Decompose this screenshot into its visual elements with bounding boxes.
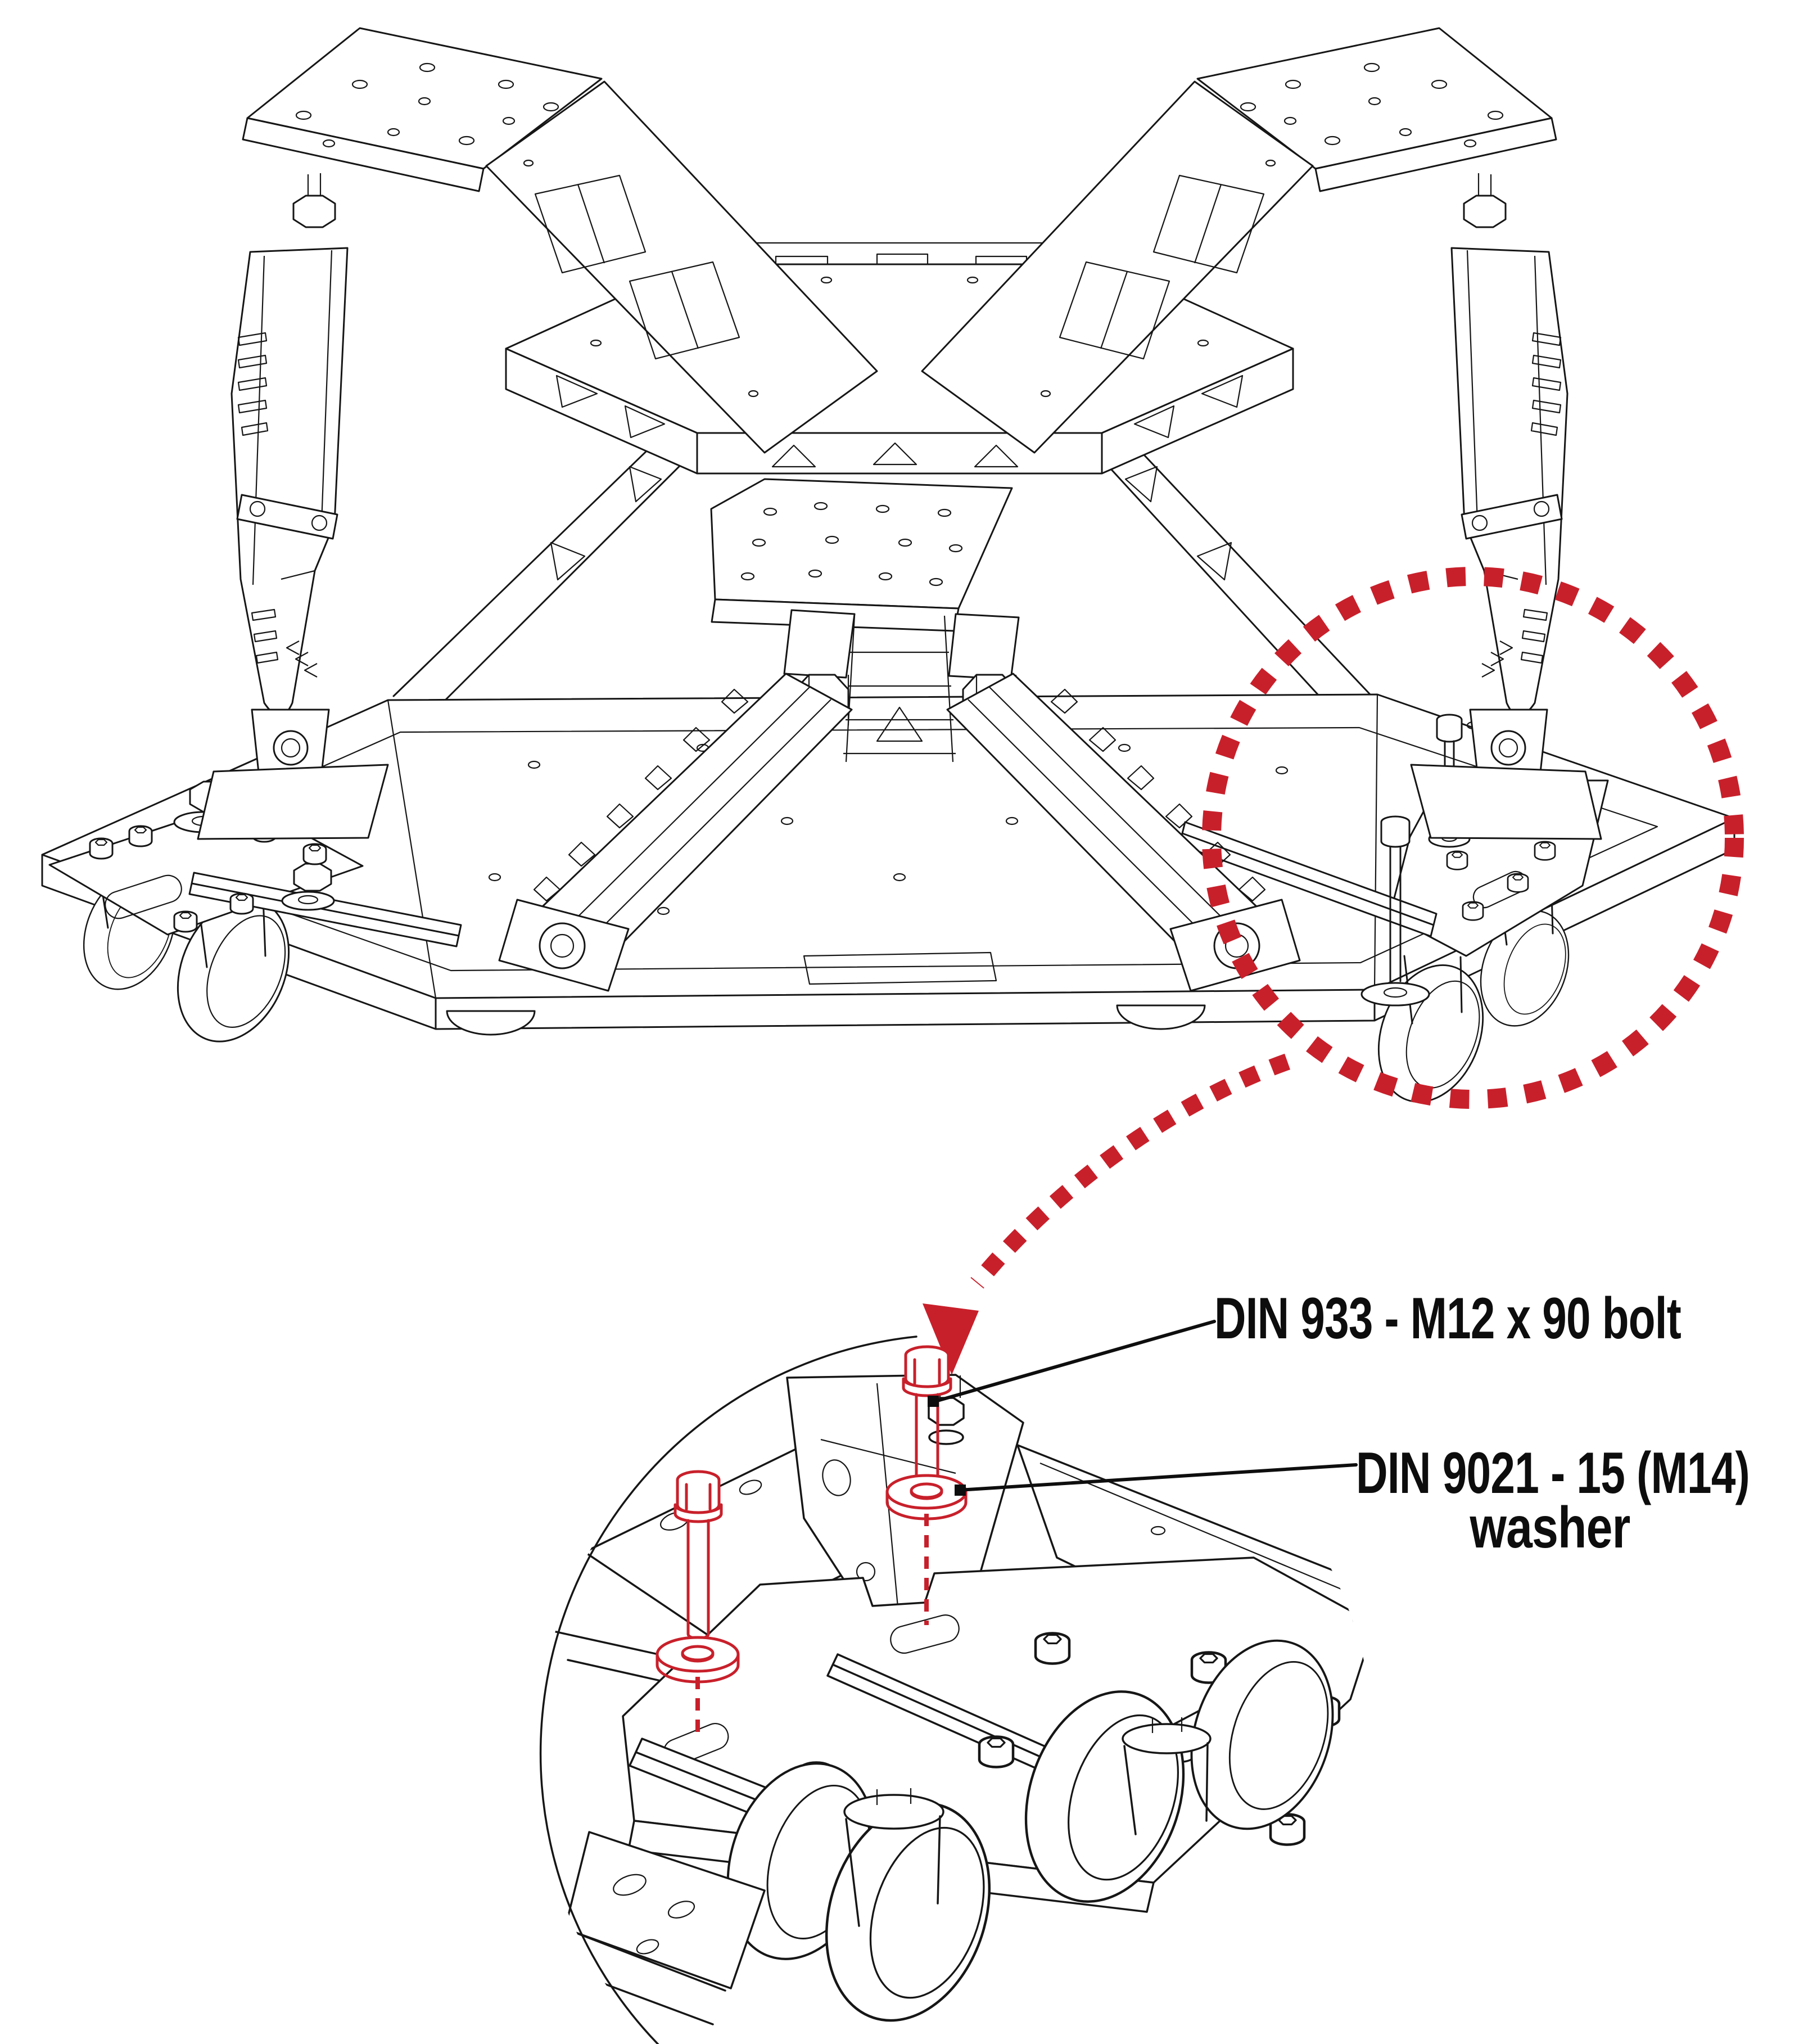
right-actuator-tower (1410, 173, 1602, 840)
detail-casters (704, 1621, 1357, 2042)
main-assembly-drawing (41, 27, 1744, 1375)
callouts: DIN 933 - M12 x 90 bolt DIN 9021 - 15 (M… (928, 1286, 1750, 1560)
left-actuator-tower (197, 173, 389, 840)
washer-leader-marker (955, 1485, 966, 1496)
highlight-circle-icon (1202, 567, 1744, 1109)
right-wing-plate (921, 80, 1314, 454)
top-mounting-plate-left (242, 27, 603, 192)
washer-callout-label-line1: DIN 9021 - 15 (M14) (1356, 1441, 1750, 1506)
washer-leader-line (957, 1463, 1358, 1492)
top-mounting-plate-right (1196, 27, 1557, 192)
detail-view (539, 1335, 1375, 2044)
washer-callout: DIN 9021 - 15 (M14) washer (955, 1441, 1750, 1560)
bolt-callout: DIN 933 - M12 x 90 bolt (928, 1286, 1682, 1407)
front-truss-legs (498, 615, 1301, 992)
bolt-callout-label: DIN 933 - M12 x 90 bolt (1214, 1286, 1681, 1351)
outrigger-bolt-b (1360, 815, 1430, 1007)
bolt-leader-line (934, 1320, 1216, 1403)
din933-bolt-highlight-left (656, 1470, 740, 1735)
detail-circle-boundary (539, 1335, 917, 2044)
center-mounting-plate (710, 478, 1020, 727)
detail-arrow-icon (923, 1053, 1290, 1375)
left-truss-leg (498, 673, 853, 992)
bolt-leader-marker (928, 1396, 939, 1407)
washer-callout-label-line2: washer (1470, 1495, 1630, 1560)
din9021-washer-highlight-left (656, 1636, 740, 1684)
foot-pads (446, 1004, 1206, 1036)
left-wing-plate (485, 80, 878, 454)
